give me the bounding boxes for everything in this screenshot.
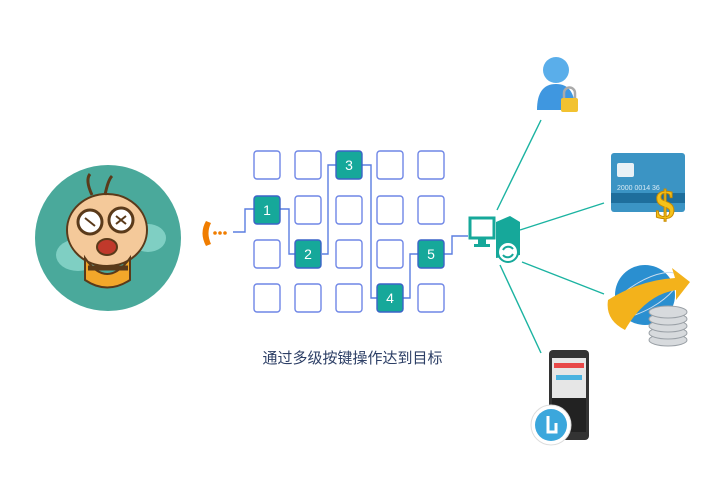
key-box (417, 150, 445, 180)
credit-card-dollar-icon: 2000 0014 36 $ (611, 153, 685, 228)
key-step-3 (335, 150, 363, 180)
key-box (417, 283, 445, 313)
mobile-touch-icon (530, 350, 589, 446)
key-box (294, 283, 322, 313)
key-step-label: 1 (263, 202, 271, 218)
key-step-label: 3 (345, 157, 353, 173)
key-box (294, 150, 322, 180)
key-box (335, 239, 363, 269)
key-step-5 (417, 239, 445, 269)
key-path-line (233, 164, 468, 299)
key-step-label: 5 (427, 246, 435, 262)
key-step-label: 4 (386, 290, 394, 306)
key-box (335, 195, 363, 225)
caption: 通过多级按键操作达到目标 (0, 347, 705, 368)
key-box (294, 195, 322, 225)
user-lock-icon (537, 57, 578, 112)
key-box (376, 150, 404, 180)
key-step-1 (253, 195, 281, 225)
key-step-label: 2 (304, 246, 312, 262)
key-box (376, 195, 404, 225)
key-step-4 (376, 283, 404, 313)
globe-coins-icon (607, 265, 690, 347)
key-box (376, 239, 404, 269)
caption-text: 通过多级按键操作达到目标 (262, 349, 443, 367)
bee-avatar-icon (35, 165, 181, 311)
key-box (417, 195, 445, 225)
card-number: 2000 0014 36 (617, 185, 660, 192)
key-box (253, 239, 281, 269)
key-box (335, 283, 363, 313)
key-box (253, 283, 281, 313)
connection-lines (496, 119, 605, 354)
key-step-2 (294, 239, 322, 269)
server-sync-icon (468, 216, 520, 263)
key-box (253, 150, 281, 180)
phone-call-icon (202, 221, 227, 246)
dollar-sign: $ (655, 182, 675, 227)
keypad-grid: 3 1 2 5 4 (253, 150, 445, 313)
